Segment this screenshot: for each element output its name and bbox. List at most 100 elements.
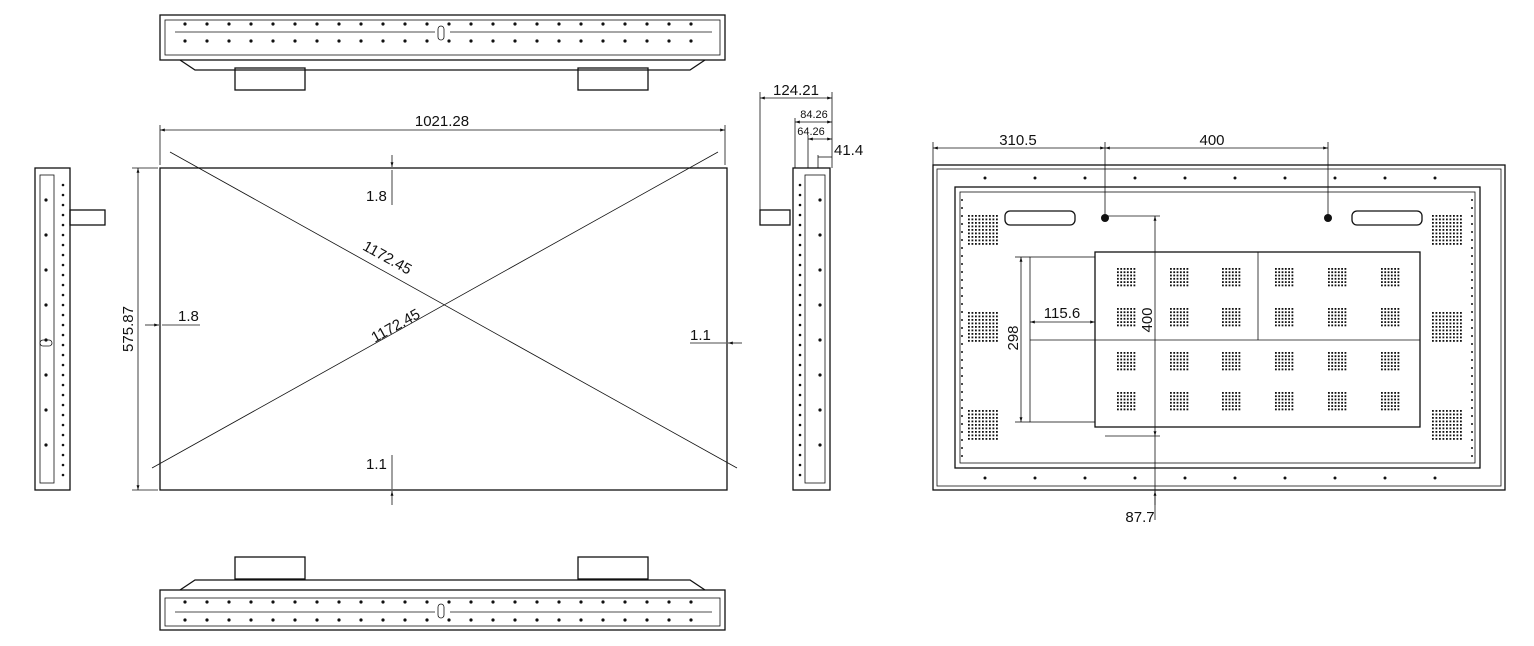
vent-hole: [1281, 365, 1284, 367]
vent-hole: [1231, 368, 1234, 371]
vent-hole: [1435, 438, 1438, 440]
vent-hole: [1170, 317, 1172, 320]
vent-hole: [992, 215, 995, 217]
vent-hole: [1439, 410, 1441, 412]
vent-hole: [1337, 271, 1340, 274]
screw-hole: [798, 223, 802, 227]
vent-hole: [1390, 321, 1393, 323]
vent-hole: [1435, 336, 1438, 339]
vent-hole: [1284, 274, 1287, 277]
vent-hole: [1394, 324, 1396, 327]
vent-hole: [1120, 358, 1123, 361]
screw-hole: [1471, 407, 1473, 409]
vent-hole: [1231, 392, 1234, 394]
vent-hole: [1284, 395, 1287, 398]
screw-hole: [1183, 176, 1187, 180]
screw-hole: [61, 413, 65, 417]
screw-hole: [579, 39, 583, 43]
vent-hole: [1133, 398, 1136, 401]
vent-hole: [1381, 274, 1383, 277]
vent-hole: [1331, 284, 1334, 287]
vent-hole: [1384, 408, 1387, 411]
screw-hole: [798, 283, 802, 287]
vent-hole: [1126, 365, 1129, 367]
vent-hole: [1278, 392, 1281, 394]
vent-hole: [1123, 271, 1126, 274]
vent-hole: [1337, 358, 1340, 361]
vent-hole: [1126, 321, 1129, 323]
screw-hole: [447, 22, 451, 26]
vent-hole: [989, 312, 991, 314]
vent-hole: [1222, 317, 1224, 320]
vent-hole: [1231, 311, 1234, 314]
vent-hole: [1384, 324, 1387, 327]
vent-hole: [1387, 395, 1390, 398]
screw-hole: [961, 295, 963, 297]
screw-hole: [61, 203, 65, 207]
vent-hole: [1176, 408, 1179, 411]
vent-hole: [1173, 284, 1176, 287]
vent-hole: [1281, 268, 1284, 270]
vent-hole: [1275, 314, 1277, 317]
vent-hole: [985, 225, 988, 228]
vent-hole: [1222, 401, 1224, 404]
screw-hole: [61, 363, 65, 367]
vent-hole: [1186, 271, 1189, 274]
vent-hole: [1284, 281, 1287, 283]
screw-hole: [315, 39, 319, 43]
vent-hole: [1446, 434, 1448, 437]
vent-hole: [1460, 434, 1462, 437]
vent-hole: [1288, 321, 1290, 323]
vent-hole: [985, 222, 988, 224]
vent-hole: [1397, 392, 1400, 394]
vent-hole: [1337, 361, 1340, 364]
vent-hole: [1334, 274, 1337, 277]
vent-hole: [1328, 408, 1330, 411]
vent-hole: [1291, 355, 1294, 358]
vent-hole: [1275, 284, 1277, 287]
vent-hole: [1281, 352, 1284, 354]
vent-hole: [1337, 324, 1340, 327]
screw-hole: [1471, 383, 1473, 385]
vent-hole: [1284, 405, 1287, 407]
screw-hole: [961, 415, 963, 417]
screw-hole: [205, 22, 209, 26]
screw-hole: [1333, 176, 1337, 180]
vent-hole: [1288, 274, 1290, 277]
vent-hole: [1228, 368, 1231, 371]
vent-hole: [1446, 315, 1448, 318]
vent-hole: [971, 218, 974, 221]
vent-hole: [968, 312, 970, 314]
vent-hole: [1439, 420, 1441, 423]
vent-hole: [1284, 365, 1287, 367]
vent-hole: [1222, 352, 1224, 354]
vent-hole: [1176, 281, 1179, 283]
vent-hole: [1173, 401, 1176, 404]
vent-hole: [1120, 398, 1123, 401]
vent-hole: [1334, 308, 1337, 310]
vent-hole: [1179, 311, 1182, 314]
vent-hole: [1173, 277, 1176, 280]
vent-hole: [1231, 271, 1234, 274]
vent-hole: [1126, 358, 1129, 361]
screw-hole: [601, 618, 605, 622]
dim-box-height: 298: [1005, 325, 1022, 350]
vent-hole: [1284, 308, 1287, 310]
vent-hole: [1442, 315, 1445, 318]
screw-hole: [1471, 423, 1473, 425]
screw-hole: [961, 223, 963, 225]
screw-hole: [249, 618, 253, 622]
vent-hole: [1460, 413, 1462, 416]
vent-hole: [1442, 434, 1445, 437]
vent-hole: [1173, 358, 1176, 361]
vent-hole: [1439, 336, 1441, 339]
vent-hole: [982, 420, 984, 423]
vent-hole: [978, 336, 981, 339]
screw-hole: [337, 22, 341, 26]
screw-hole: [798, 303, 802, 307]
screw-hole: [491, 600, 495, 604]
vent-hole: [1130, 361, 1132, 364]
vent-hole: [1222, 361, 1224, 364]
vent-hole: [1183, 352, 1185, 354]
vent-hole: [1225, 314, 1228, 317]
